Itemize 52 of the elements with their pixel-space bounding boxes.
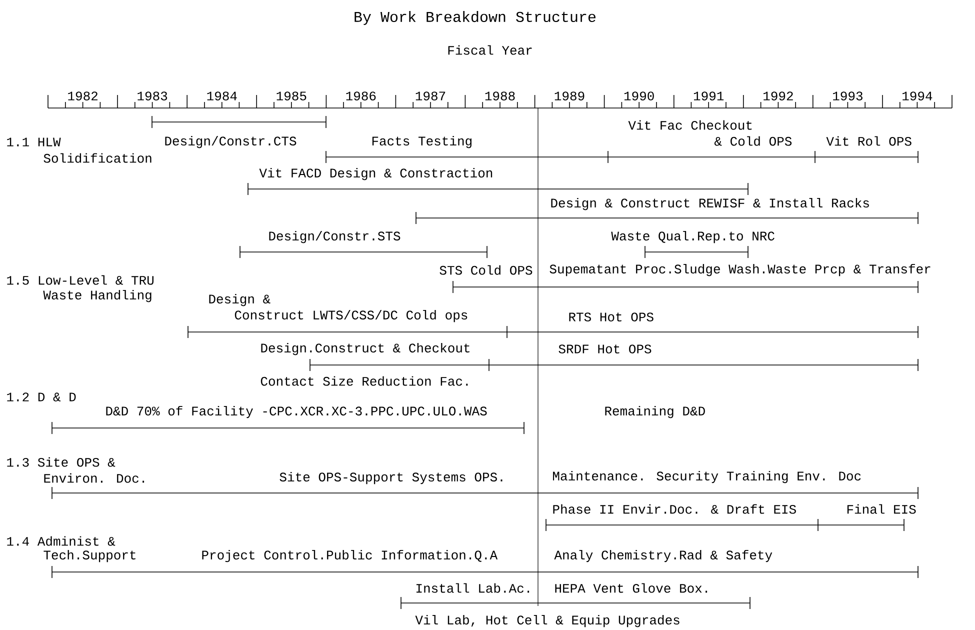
- task-label: STS Cold OPS: [440, 265, 532, 275]
- year-label: 1987: [416, 92, 446, 100]
- category-label: Solidification: [44, 153, 152, 163]
- task-label: Maintenance. Security Training Env. Doc: [553, 470, 861, 484]
- task-label: Install Lab.Ac.: [416, 583, 530, 593]
- task-label: Vit Rol OPS: [826, 136, 912, 146]
- task-label: Vil Lab, Hot Cell & Equip Upgrades: [415, 614, 680, 628]
- category-label: 1.5 Low-Level & TRU: [7, 275, 154, 285]
- task-label: Design.Construct & Checkout: [261, 342, 470, 356]
- task-label: Design/Constr.CTS: [165, 136, 296, 148]
- category-label: Tech.Support: [44, 550, 136, 562]
- category-label: 1.1 HLW: [7, 138, 61, 146]
- task-label: Design & Construct REWISF & Install Racks: [551, 198, 869, 210]
- year-label: 1984: [207, 92, 237, 100]
- year-label: 1982: [68, 92, 98, 100]
- task-label: SRDF Hot OPS: [558, 344, 652, 354]
- title: By Work Breakdown Structure: [354, 11, 596, 25]
- task-label: Remaining D&D: [605, 406, 705, 418]
- category-label: 1.4 Administ &: [7, 536, 116, 546]
- year-label: 1983: [138, 92, 168, 100]
- task-label: Supematant Proc.Sludge Wash.Waste Prcp & Transfer: [550, 264, 930, 276]
- task-label: & Cold OPS: [714, 136, 792, 146]
- task-label: Design &: [209, 294, 270, 306]
- year-label: 1990: [624, 92, 654, 100]
- task-label: HEPA Vent Glove Box.: [555, 583, 708, 593]
- task-label: Vit FACD Design & Constraction: [259, 168, 492, 180]
- category-label: Waste Handling: [43, 290, 152, 302]
- task-label: D&D 70% of Facility -CPC.XCR.XC-3.PPC.UPC.ULO.WAS: [106, 406, 487, 418]
- year-label: 1986: [346, 92, 376, 100]
- year-label: 1992: [764, 92, 793, 100]
- category-label: 1.2 D & D: [7, 392, 76, 402]
- year-label: 1985: [276, 92, 306, 100]
- task-label: Site OPS-Support Systems OPS.: [280, 472, 502, 484]
- year-label: 1993: [833, 92, 862, 100]
- task-label: Project Control.Public Information.Q.A: [202, 550, 498, 562]
- category-label: Environ. Doc.: [44, 473, 144, 483]
- year-label: 1988: [485, 92, 515, 100]
- task-label: Construct LWTS/CSS/DC Cold ops: [234, 310, 468, 322]
- task-label: Waste Qual.Rep.to NRC: [611, 230, 774, 244]
- year-label: 1991: [694, 92, 724, 100]
- task-label: RTS Hot OPS: [569, 312, 654, 322]
- task-label: Analy Chemistry.Rad & Safety: [554, 550, 772, 562]
- year-label: 1989: [554, 92, 584, 100]
- task-label: Design/Constr.STS: [269, 230, 400, 244]
- year-label: 1994: [902, 92, 932, 100]
- task-label: Facts Testing: [372, 136, 472, 148]
- axis-title: Fiscal Year: [448, 45, 532, 55]
- task-label: Phase II Envir.Doc. & Draft EIS: [553, 504, 796, 514]
- task-label: Vit Fac Checkout: [628, 120, 752, 130]
- category-label: 1.3 Site OPS &: [7, 457, 116, 467]
- task-label: Final EIS: [847, 504, 916, 514]
- task-label: Contact Size Reduction Fac.: [260, 376, 468, 386]
